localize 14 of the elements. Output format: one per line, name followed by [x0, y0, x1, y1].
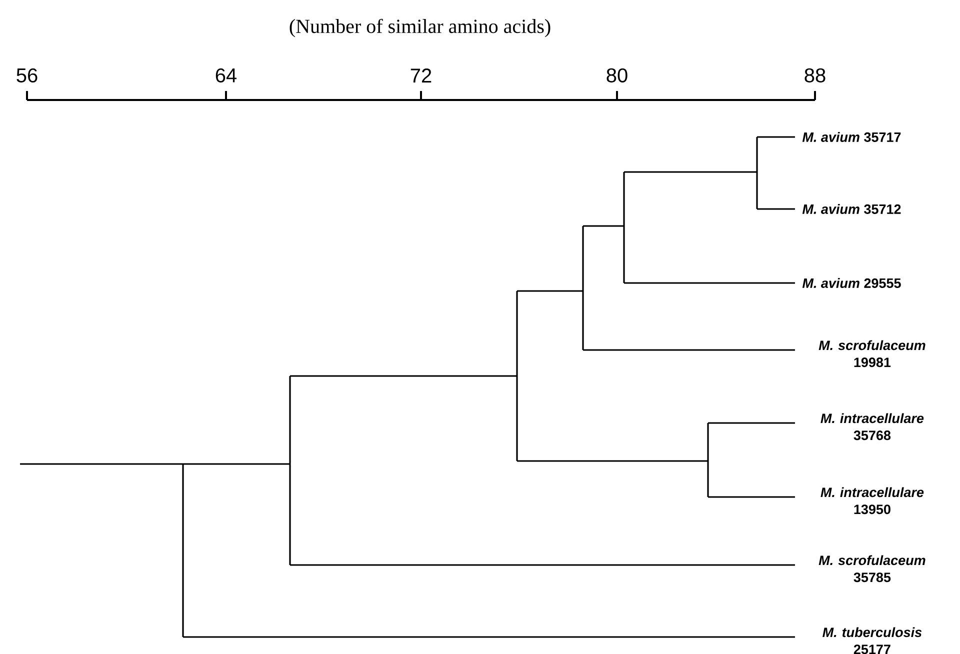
species-label: M. avium 35712: [802, 204, 901, 214]
species-label: M. tuberculosis 25177: [822, 627, 922, 654]
species-label: M. intracellulare 13950: [820, 487, 924, 514]
species-label: M. intracellulare 35768: [820, 413, 924, 440]
tick-label: 88: [804, 68, 826, 82]
species-label: M. avium 35717: [802, 132, 901, 142]
species-label: M. avium 29555: [802, 278, 901, 288]
axis-title: (Number of similar amino acids): [290, 18, 550, 38]
tick-label: 72: [410, 68, 432, 82]
tick-label: 64: [216, 68, 237, 82]
tick-label: 80: [606, 68, 628, 82]
species-label: M. scrofulaceum 35785: [818, 555, 926, 582]
tick-label: 56: [16, 68, 38, 82]
species-label: M. scrofulaceum 19981: [818, 340, 926, 368]
